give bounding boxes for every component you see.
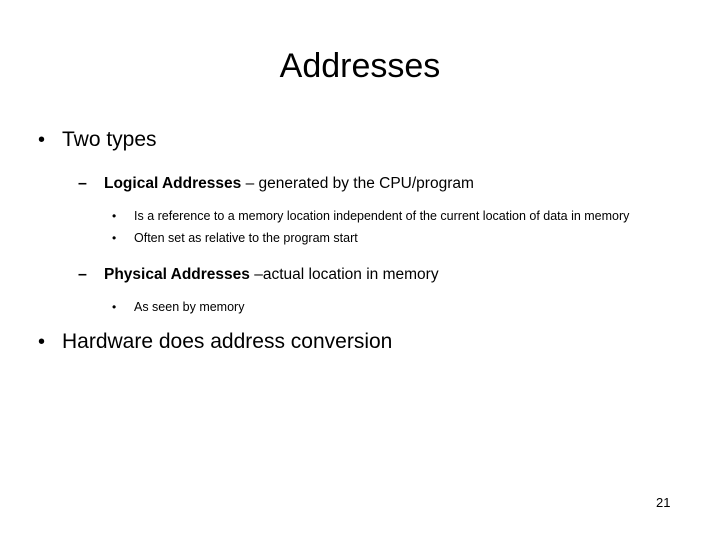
bullet-lead-in: Logical Addresses xyxy=(104,175,242,192)
dash-marker-icon: – xyxy=(78,266,87,283)
bullet-item-hardware-conversion: • Hardware does address conversion xyxy=(0,328,720,356)
bullet-item-logical-addresses: – Logical Addresses – generated by the C… xyxy=(0,172,720,196)
bullet-item-two-types: • Two types xyxy=(0,126,720,154)
bullet-text: Physical Addresses –actual location in m… xyxy=(104,263,674,287)
bullet-item-physical-addresses: – Physical Addresses –actual location in… xyxy=(0,263,720,287)
bullet-item-relative-program-start: • Often set as relative to the program s… xyxy=(0,228,720,249)
bullet-lead-in: Physical Addresses xyxy=(104,266,250,283)
bullet-text: Logical Addresses – generated by the CPU… xyxy=(104,172,674,196)
page-title: Addresses xyxy=(279,47,441,85)
bullet-text-rest: – generated by the CPU/program xyxy=(241,175,474,192)
bullet-marker-icon: • xyxy=(38,129,46,151)
bullet-text: Often set as relative to the program sta… xyxy=(134,231,358,245)
slide-body: • Two types – Logical Addresses – genera… xyxy=(0,126,720,360)
bullet-marker-icon: • xyxy=(112,209,117,223)
bullet-marker-icon: • xyxy=(112,300,117,314)
bullet-text: As seen by memory xyxy=(134,300,245,314)
bullet-item-as-seen-by-memory: • As seen by memory xyxy=(0,297,720,318)
bullet-text: Hardware does address conversion xyxy=(62,330,393,353)
bullet-marker-icon: • xyxy=(112,231,117,245)
dash-marker-icon: – xyxy=(78,175,87,192)
bullet-text: Two types xyxy=(62,128,157,151)
page-number: 21 xyxy=(656,495,671,510)
bullet-text: Is a reference to a memory location inde… xyxy=(134,209,630,223)
bullet-item-memory-reference: • Is a reference to a memory location in… xyxy=(0,206,720,227)
bullet-marker-icon: • xyxy=(38,331,46,353)
bullet-text-rest: –actual location in memory xyxy=(249,266,439,283)
